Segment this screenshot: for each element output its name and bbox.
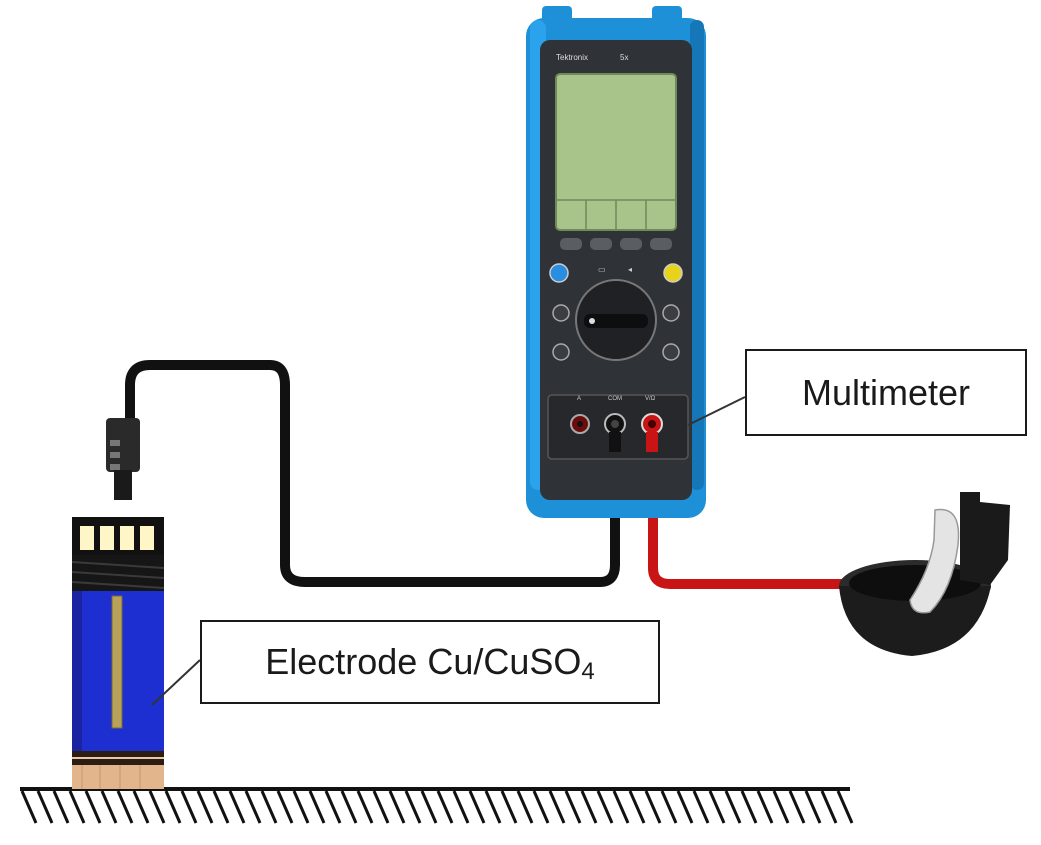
- ground-hatch-mark: [564, 790, 582, 824]
- ground-hatch-mark: [644, 790, 662, 824]
- ground-hatch-mark: [132, 790, 150, 824]
- ground-hatch-mark: [516, 790, 534, 824]
- rotary-dial[interactable]: [575, 279, 657, 361]
- ground-hatch-mark: [468, 790, 486, 824]
- ground-hatch-mark: [628, 790, 646, 824]
- blue-button[interactable]: [549, 263, 569, 283]
- jack-label-a: A: [577, 396, 581, 402]
- ground-hatch-mark: [676, 790, 694, 824]
- jack-label-v: V/Ω: [645, 396, 656, 402]
- ground-hatch-mark: [740, 790, 758, 824]
- ground-hatch-mark: [772, 790, 790, 824]
- ground-hatch-mark: [452, 790, 470, 824]
- ground-hatch-mark: [260, 790, 278, 824]
- ground-hatch-mark: [788, 790, 806, 824]
- ground-hatch-mark: [356, 790, 374, 824]
- ground-hatch-mark: [708, 790, 726, 824]
- electrode: [71, 418, 165, 789]
- ground-hatch-mark: [756, 790, 774, 824]
- ground-hatch-mark: [292, 790, 310, 824]
- ground-hatch-mark: [148, 790, 166, 824]
- ground-hatch-mark: [100, 790, 118, 824]
- ground-hatch-mark: [308, 790, 326, 824]
- ground-hatch-mark: [372, 790, 390, 824]
- electrode-label-text: Electrode Cu/CuSO: [265, 641, 582, 682]
- ground-hatch-mark: [340, 790, 358, 824]
- left-button-1[interactable]: [552, 304, 570, 322]
- ground-hatch-mark: [324, 790, 342, 824]
- black-lead-wire: [125, 360, 620, 587]
- multimeter-pointer: [687, 396, 746, 426]
- soft-keys[interactable]: [560, 238, 672, 250]
- ground-hatch-mark: [244, 790, 262, 824]
- ground-hatch-mark: [612, 790, 630, 824]
- ground-hatch-mark: [484, 790, 502, 824]
- ground-hatch-mark: [20, 790, 38, 824]
- ground-hatch-mark: [388, 790, 406, 824]
- ground-hatch-mark: [116, 790, 134, 824]
- brand-text: Tektronix: [556, 53, 588, 62]
- water-cup: [839, 492, 1010, 656]
- jack-label-com: COM: [608, 396, 622, 402]
- ground-hatch-mark: [164, 790, 182, 824]
- right-button-2[interactable]: [662, 343, 680, 361]
- left-button-2[interactable]: [552, 343, 570, 361]
- red-lead-wire: [648, 455, 850, 589]
- ground-hatch-mark: [420, 790, 438, 824]
- ground-hatch-mark: [724, 790, 742, 824]
- electrode-label-subscript: 4: [581, 658, 595, 685]
- ground-hatch-mark: [500, 790, 518, 824]
- multimeter-label: Multimeter: [745, 349, 1027, 436]
- svg-text:▭: ▭: [598, 265, 606, 274]
- ground-hatch-mark: [196, 790, 214, 824]
- ground-hatch-mark: [596, 790, 614, 824]
- electrode-pointer: [151, 659, 201, 706]
- ground-hatch-mark: [436, 790, 454, 824]
- porous-tip: [72, 765, 164, 789]
- ground-hatch-mark: [532, 790, 550, 824]
- yellow-button[interactable]: [663, 263, 683, 283]
- ground-hatch-mark: [548, 790, 566, 824]
- right-button-1[interactable]: [662, 304, 680, 322]
- ground-hatch-mark: [68, 790, 86, 824]
- svg-text:◂: ◂: [628, 265, 632, 274]
- copper-rod: [111, 595, 123, 729]
- ground-hatch-mark: [84, 790, 102, 824]
- ground-hatch-mark: [276, 790, 294, 824]
- ground-hatch-mark: [212, 790, 230, 824]
- ground-hatch-mark: [836, 790, 854, 824]
- ground-hatch-mark: [820, 790, 838, 824]
- ground-hatch-mark: [660, 790, 678, 824]
- ground-hatch-mark: [692, 790, 710, 824]
- ground-hatch-mark: [404, 790, 422, 824]
- ground-hatch-mark: [36, 790, 54, 824]
- ground-hatch-mark: [580, 790, 598, 824]
- model-text: 5x: [620, 53, 628, 62]
- multimeter: Tektronix 5x ▭ ◂ A CO: [526, 6, 706, 518]
- multimeter-label-text: Multimeter: [801, 371, 971, 413]
- ground-hatch-mark: [804, 790, 822, 824]
- ground-hatch-mark: [228, 790, 246, 824]
- ground-hatch-mark: [180, 790, 198, 824]
- ground: [20, 787, 854, 824]
- ground-hatch-mark: [52, 790, 70, 824]
